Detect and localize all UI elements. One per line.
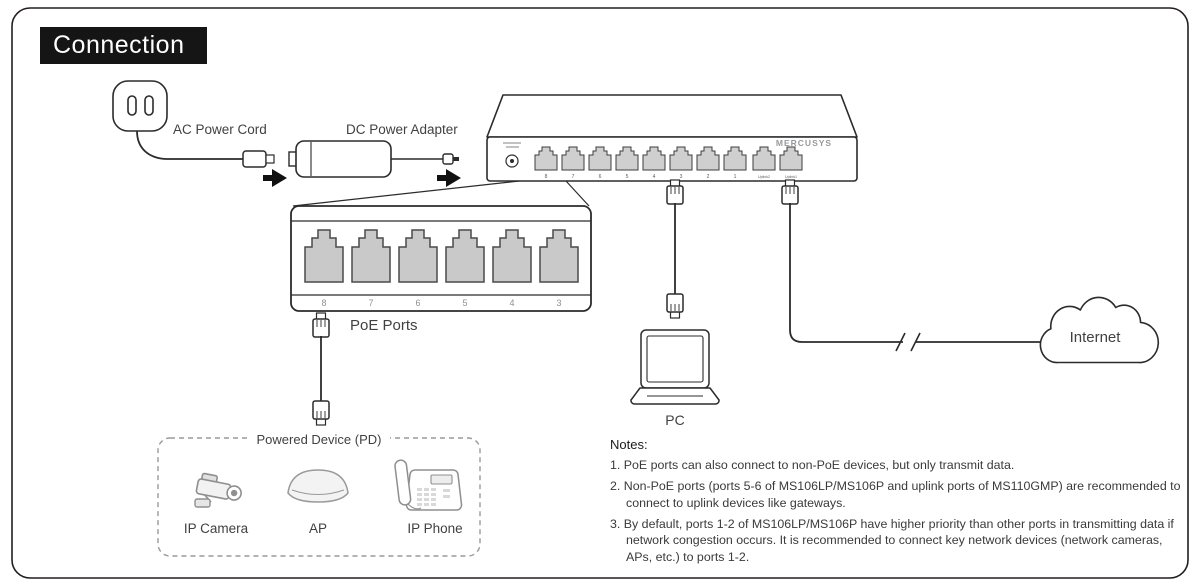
zoom-port-number-label: 8 (321, 298, 326, 308)
port-number-label: 5 (626, 174, 629, 180)
ac-cord-connector (242, 150, 275, 168)
power-input-icon (503, 142, 521, 168)
ip-camera-icon (194, 472, 242, 508)
page-border (11, 7, 1189, 579)
zoom-port-number-label: 6 (415, 298, 420, 308)
uplink-port-label: Uplink1 (785, 175, 797, 179)
internet-label: Internet (1069, 329, 1121, 346)
section-title: Connection (40, 27, 207, 64)
ap-icon (287, 469, 349, 503)
rj45-connector-icon (666, 179, 684, 205)
plug-direction-arrow-icon (263, 169, 287, 187)
port-number-label: 3 (680, 174, 683, 180)
rj45-connector-icon (781, 179, 799, 205)
ac-power-cord-label: AC Power Cord (173, 122, 267, 137)
zoom-port-number-label: 7 (368, 298, 373, 308)
mercusys-logo: MERCUSYS (776, 138, 832, 148)
port-number-label: 2 (707, 174, 710, 180)
ap-label: AP (308, 521, 327, 536)
note-item: 3. By default, ports 1-2 of MS106LP/MS10… (610, 516, 1174, 565)
pc-cable (666, 179, 684, 319)
note-item: 1. PoE ports can also connect to non-PoE… (610, 458, 1015, 472)
port-number-label: 6 (599, 174, 602, 180)
plug-direction-arrow-icon (437, 169, 461, 187)
port-number-label: 4 (653, 174, 656, 180)
zoom-port-number-label: 4 (509, 298, 514, 308)
laptop-icon (630, 329, 720, 405)
internet-cable (781, 179, 1052, 352)
poe-cable (312, 312, 330, 426)
rj45-connector-icon (666, 293, 684, 319)
poe-ports-zoom-panel: 8 7 6 5 4 3 (290, 205, 592, 312)
cable-break-icon (895, 332, 921, 352)
zoom-port-number-label: 5 (462, 298, 467, 308)
ip-phone-icon (394, 459, 463, 511)
notes-section: Notes: 1. PoE ports can also connect to … (610, 437, 1188, 570)
ip-camera-label: IP Camera (183, 521, 249, 536)
ip-phone-label: IP Phone (407, 521, 463, 536)
pc-label: PC (665, 412, 685, 428)
port-number-label: 8 (545, 174, 548, 180)
port-number-label: 7 (572, 174, 575, 180)
ac-power-cord-cable (136, 130, 243, 160)
uplink-port-label: Uplink2 (758, 175, 770, 179)
zoom-callout-line (292, 180, 520, 207)
rj45-connector-icon (312, 312, 330, 338)
poe-ports-label: PoE Ports (350, 317, 418, 334)
ac-plug-icon (112, 80, 168, 132)
port-number-label: 1 (734, 174, 737, 180)
dc-power-adapter-label: DC Power Adapter (346, 122, 458, 137)
switch-illustration: 8 7 6 5 4 3 2 1 Uplink2 Uplink1 MERCUSYS (486, 94, 858, 182)
powered-device-label: Powered Device (PD) (158, 431, 480, 449)
internet-cloud-icon (1040, 297, 1158, 362)
notes-heading: Notes: (610, 437, 648, 452)
zoom-callout-line (565, 180, 590, 207)
note-item: 2. Non-PoE ports (ports 5-6 of MS106LP/M… (610, 478, 1181, 510)
rj45-connector-icon (312, 400, 330, 426)
power-adapter-icon (288, 140, 459, 178)
zoom-port-number-label: 3 (556, 298, 561, 308)
powered-device-label-text: Powered Device (PD) (248, 432, 390, 447)
